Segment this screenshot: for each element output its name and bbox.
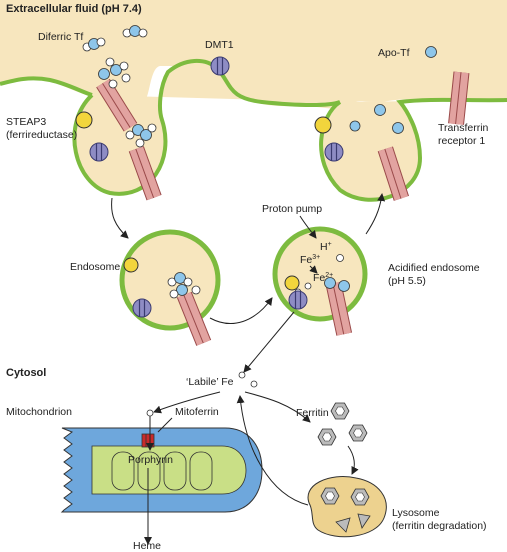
lysosome-label-1: Lysosome — [392, 507, 440, 519]
ferritin-fragment — [335, 517, 351, 533]
steap3-label-2: (ferrireductase) — [6, 129, 77, 141]
mitoferrin-transporter — [141, 433, 155, 448]
apo-tf-molecule — [425, 46, 437, 58]
cristae — [111, 451, 213, 491]
transferrin-receptor-label-1: Transferrin — [438, 122, 489, 134]
ferritin-molecule — [317, 428, 337, 446]
proton-pump-label: Proton pump — [262, 203, 322, 215]
mitochondrion-label: Mitochondrion — [6, 406, 72, 418]
mitoferrin-pointer — [157, 417, 173, 433]
iron-atom — [336, 254, 344, 262]
steap3-label-1: STEAP3 — [6, 116, 46, 128]
ferritin-degrading — [350, 488, 370, 506]
iron-atom — [238, 371, 246, 379]
endosome-label: Endosome — [70, 261, 120, 273]
ferritin-fragment — [357, 513, 371, 529]
diferric-tf-molecule — [82, 25, 148, 52]
labile-fe-label: ‘Labile’ Fe — [186, 376, 234, 388]
fe3-label: Fe3+ — [300, 254, 320, 266]
apo-tf-molecule — [392, 122, 404, 134]
acidification-arrow — [209, 297, 273, 324]
reduction-arrow — [309, 265, 318, 274]
porphyrin-label: Porphyrin — [128, 454, 173, 466]
fe2-label: Fe2+ — [313, 272, 333, 284]
steap3-protein — [123, 257, 139, 273]
ferritin-storage-arrow — [244, 391, 311, 423]
ferritin-degrading — [320, 487, 340, 505]
lysosome-label-2: (ferritin degradation) — [392, 520, 487, 532]
dmt1-label: DMT1 — [205, 39, 234, 51]
iron-release-arrow — [236, 395, 309, 506]
diferric-tf-bound — [125, 123, 157, 148]
apo-tf-molecule — [324, 277, 336, 289]
apo-tf-molecule — [374, 104, 386, 116]
diferric-tf-bound — [167, 272, 201, 299]
mito-import-arrow — [153, 391, 221, 414]
diferric-tf-bound — [98, 57, 131, 89]
iron-atom — [250, 380, 258, 388]
dmt1-transporter — [324, 142, 344, 162]
apo-tf-molecule — [338, 280, 350, 292]
h-plus-label: H+ — [320, 241, 332, 253]
dmt1-transporter — [89, 142, 109, 162]
iron-export-arrow — [243, 311, 295, 373]
acidified-endosome-label-2: (pH 5.5) — [388, 275, 426, 287]
cytosol-label: Cytosol — [6, 367, 46, 379]
ferritin-molecule — [348, 424, 368, 442]
ferritin-degradation-arrow — [347, 445, 359, 475]
dmt1-transporter — [288, 290, 308, 310]
recycling-arrow — [365, 193, 386, 235]
extracellular-label: Extracellular fluid (pH 7.4) — [6, 3, 142, 15]
ferritin-molecule — [330, 402, 350, 420]
apo-tf-molecule — [349, 120, 361, 132]
acidified-endosome-label-1: Acidified endosome — [388, 262, 480, 274]
mitoferrin-label: Mitoferrin — [175, 406, 219, 418]
iron-atom — [146, 409, 154, 417]
steap3-protein — [284, 275, 300, 291]
dmt1-transporter — [210, 56, 230, 76]
endocytosis-arrow — [111, 197, 129, 239]
recycling-pit-right — [319, 97, 507, 202]
steap3-protein — [75, 111, 93, 129]
diferric-tf-label: Diferric Tf — [38, 31, 83, 43]
ferritin-label: Ferritin — [296, 407, 329, 419]
proton-pump-arrow — [299, 215, 317, 239]
membrane-top-left — [0, 76, 93, 97]
transferrin-receptor-label-2: receptor 1 — [438, 135, 485, 147]
iron-atom — [304, 282, 312, 290]
apo-tf-label: Apo-Tf — [378, 47, 410, 59]
transferrin-receptor-surface — [453, 72, 465, 124]
heme-label: Heme — [133, 540, 161, 552]
dmt1-transporter — [132, 298, 152, 318]
steap3-protein — [314, 116, 332, 134]
